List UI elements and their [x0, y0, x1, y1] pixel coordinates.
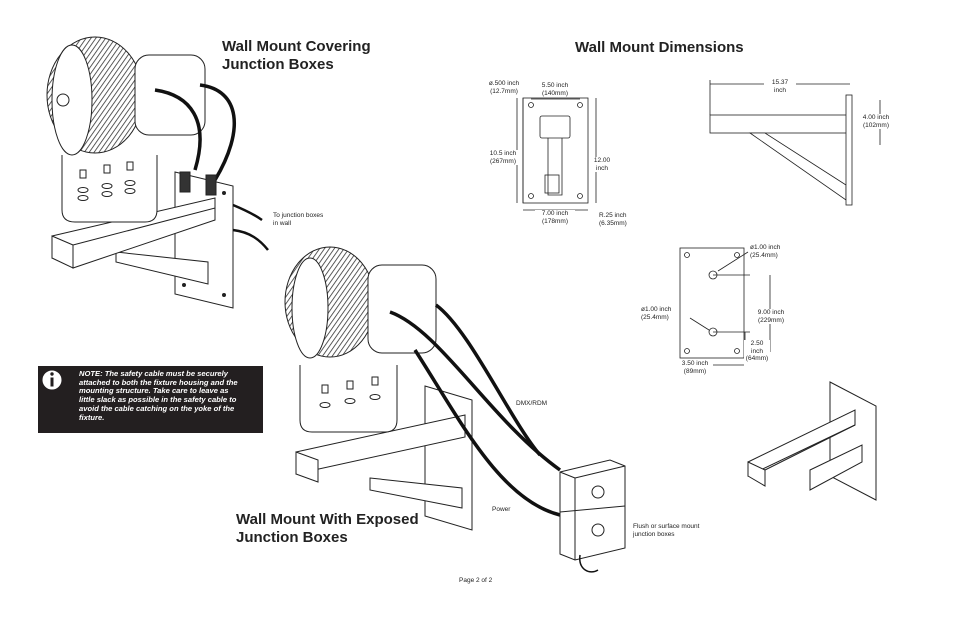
heading-exposed-line2: Junction Boxes	[236, 529, 348, 546]
dim-line: 15.37	[771, 79, 789, 86]
label-to-junction: To junction boxes in wall	[273, 212, 323, 227]
dim-line: ø1.00 inch	[641, 306, 672, 313]
note-line: avoid the cable catching on the yoke of …	[79, 403, 235, 413]
heading-dimensions: Wall Mount Dimensions	[575, 39, 744, 56]
dim-line: (12.7mm)	[490, 87, 518, 95]
dim-hole-left: ø1.00 inch (25.4mm)	[641, 306, 671, 321]
dim-height-right: 12.00 inch	[590, 157, 614, 172]
dim-line: 10.5 inch	[489, 150, 517, 157]
fixture-exposed-illustration	[284, 246, 626, 573]
note-line: mounting structure. Take care to leave a…	[79, 386, 229, 396]
dim-line: (25.4mm)	[641, 313, 669, 321]
heading-exposed-line1: Wall Mount With Exposed	[236, 511, 419, 528]
dim-line: (140mm)	[541, 89, 568, 97]
dim-line: 4.00 inch	[862, 114, 890, 121]
note-line: attached to both the fixture housing and…	[79, 377, 238, 387]
dim-line: (64mm)	[745, 355, 769, 362]
dim-line: ø.500 inch	[488, 80, 520, 87]
dim-line: 2.50 inch	[750, 340, 764, 355]
heading-covering-line1: Wall Mount Covering	[222, 38, 371, 55]
label-flush: Flush or surface mount junction boxes	[633, 523, 699, 538]
dim-radius: R.25 inch (6.35mm)	[599, 212, 627, 227]
bracket-iso-drawing	[747, 381, 877, 501]
dim-line: (89mm)	[683, 367, 707, 375]
dim-line: (25.4mm)	[750, 251, 778, 259]
dim-line: inch	[596, 164, 608, 172]
note-line: fixture.	[79, 412, 105, 422]
info-icon	[41, 369, 63, 391]
dim-line: 9.00 inch	[757, 309, 785, 316]
dim-line: 3.50 inch	[681, 360, 709, 367]
side-dimension-drawing	[709, 80, 881, 206]
dim-bottom-width: 7.00 inch (178mm)	[535, 210, 575, 225]
dim-line: inch	[774, 86, 786, 94]
dim-height-left: 10.5 inch (267mm)	[488, 150, 518, 165]
note-line: little slack as possible in the safety c…	[79, 395, 237, 405]
dim-line: 12.00	[593, 157, 611, 164]
dim-hole-dia: ø.500 inch (12.7mm)	[487, 80, 521, 95]
label-line: junction boxes	[633, 530, 675, 538]
jbox-plate-dimension-drawing	[679, 247, 771, 366]
dim-width: 3.50 inch (89mm)	[677, 360, 713, 375]
heading-covering: Wall Mount Covering Junction Boxes	[222, 38, 371, 74]
heading-exposed: Wall Mount With Exposed Junction Boxes	[236, 511, 419, 547]
dim-line: (229mm)	[757, 316, 784, 324]
dim-line: (267mm)	[489, 157, 516, 165]
dim-line: (6.35mm)	[599, 219, 627, 227]
dim-height: 4.00 inch (102mm)	[860, 114, 892, 129]
note-line: NOTE: The safety cable must be securely	[79, 369, 228, 378]
page-number: Page 2 of 2	[459, 577, 493, 584]
dim-line: (178mm)	[541, 217, 568, 225]
label-line: Flush or surface mount	[633, 523, 700, 530]
dim-line: (102mm)	[862, 121, 889, 129]
dim-lower: 2.50 inch (64mm)	[744, 340, 770, 363]
label-line: in wall	[273, 219, 292, 227]
fixture-covering-illustration	[46, 36, 269, 309]
safety-note-text: NOTE: The safety cable must be securely …	[79, 369, 263, 422]
dim-length: 15.37 inch	[764, 79, 796, 94]
heading-covering-line2: Junction Boxes	[222, 56, 334, 73]
dim-vertical: 9.00 inch (229mm)	[754, 309, 788, 324]
label-line: To junction boxes	[273, 212, 324, 219]
dim-line: 7.00 inch	[541, 210, 569, 217]
label-power: Power	[492, 506, 511, 513]
safety-note-box	[38, 366, 263, 433]
dim-line: R.25 inch	[599, 212, 627, 219]
dim-hole-top: ø1.00 inch (25.4mm)	[750, 244, 780, 259]
dim-line: ø1.00 inch	[750, 244, 781, 251]
dim-top-width: 5.50 inch (140mm)	[535, 82, 575, 97]
dim-line: 5.50 inch	[541, 82, 569, 89]
label-dmx: DMX/RDM	[516, 400, 548, 407]
